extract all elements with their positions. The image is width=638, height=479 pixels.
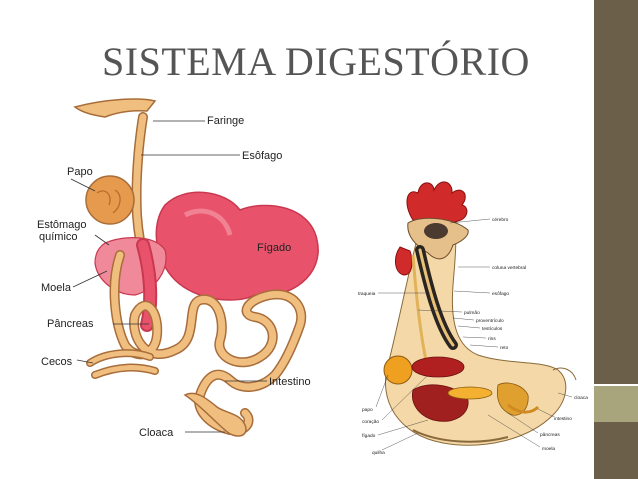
label-reto: reto: [500, 345, 509, 351]
liver-shape: [155, 191, 319, 301]
label-pancreas: Pâncreas: [47, 318, 94, 330]
label-esofago: Esôfago: [242, 150, 282, 162]
label-pancreas-r: pâncreas: [540, 432, 560, 438]
side-accent-divider: [594, 384, 638, 386]
slide-title: SISTEMA DIGESTÓRIO: [102, 39, 530, 84]
side-accent: [594, 386, 638, 422]
label-moela: Moela: [41, 282, 72, 294]
label-papo: Papo: [67, 166, 93, 178]
label-cloaca-r: cloaca: [574, 395, 588, 401]
cloaca-shape: [183, 392, 247, 437]
label-pulmao: pulmão: [464, 310, 480, 316]
pharynx-shape: [73, 98, 157, 118]
wattle-shape: [395, 246, 413, 276]
label-cerebro: cérebro: [492, 217, 509, 223]
label-quilha: quilha: [372, 450, 385, 456]
label-rins: rins: [488, 336, 496, 342]
digestive-system-diagram: Faringe Esôfago Papo Estômago químico Fí…: [35, 95, 335, 450]
rooster-anatomy-diagram: cérebro coluna vertebral traqueia esôfag…: [358, 175, 590, 460]
label-traqueia: traqueia: [358, 291, 376, 297]
label-esofago-r: esôfago: [492, 291, 509, 297]
label-figado: Fígado: [257, 242, 291, 254]
label-estomago: Estômago: [37, 219, 87, 231]
label-coluna: coluna vertebral: [492, 265, 526, 271]
label-coracao: coração: [362, 419, 379, 425]
label-intestino-r: intestino: [554, 416, 572, 422]
label-testiculos: testículos: [482, 326, 503, 332]
label-quimico: químico: [39, 231, 78, 243]
label-proventriculo: proventrículo: [476, 318, 504, 324]
crop-organ: [383, 355, 413, 385]
label-papo-r: papo: [362, 408, 373, 413]
label-intestino: Intestino: [269, 376, 311, 388]
comb-shape: [406, 181, 468, 226]
label-cloaca: Cloaca: [139, 427, 174, 439]
label-faringe: Faringe: [207, 115, 244, 127]
label-moela-r: moela: [542, 446, 555, 452]
label-cecos: Cecos: [41, 356, 73, 368]
label-figado-r: fígado: [362, 433, 376, 439]
